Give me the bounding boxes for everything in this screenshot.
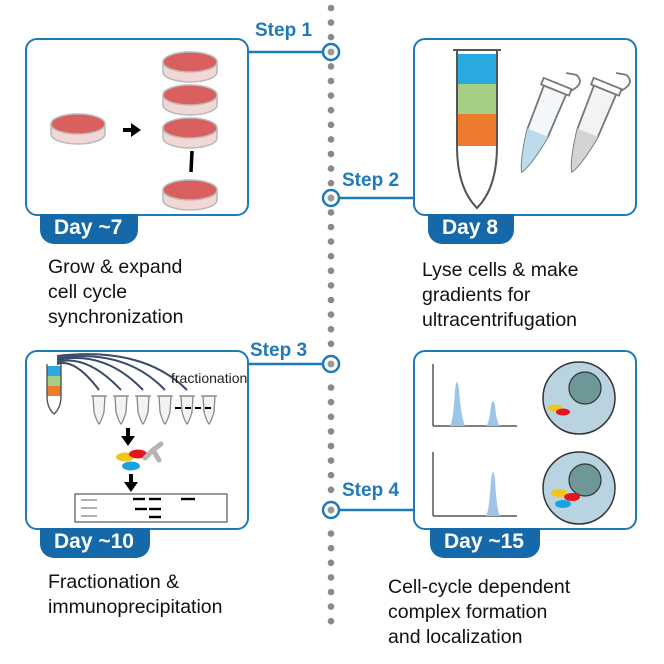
- timeline-dot: [327, 4, 335, 12]
- timeline-dot: [327, 252, 335, 260]
- timeline-dot: [327, 19, 335, 26]
- sedimentation-profile-1: [432, 364, 517, 427]
- fractionation-illustration: [46, 353, 228, 523]
- day-badge-step-4: Day ~15: [430, 528, 540, 558]
- microtube-icon: [570, 72, 631, 174]
- timeline-dot: [327, 617, 335, 625]
- cell-icon: [542, 451, 616, 525]
- step-1-marker: [321, 42, 341, 62]
- microtube-icon: [520, 72, 581, 174]
- timeline-dot: [327, 223, 335, 231]
- timeline-dot: [327, 471, 335, 479]
- timeline-dot: [327, 340, 335, 348]
- expanded-dish: [162, 117, 218, 149]
- timeline-dot: [327, 150, 335, 158]
- day-badge-step-1: Day ~7: [40, 214, 139, 244]
- timeline-dot: [327, 442, 335, 450]
- timeline-dot: [327, 574, 335, 581]
- timeline-dot: [327, 136, 335, 143]
- timeline-dot: [327, 398, 335, 406]
- description-step-1: Grow & expand cell cycle synchronization: [48, 256, 184, 328]
- timeline-dot: [327, 588, 335, 596]
- timeline-dot: [327, 384, 335, 391]
- ultracentrifuge-tube: [453, 49, 501, 210]
- timeline-dot: [327, 296, 335, 304]
- step-4-marker: [321, 500, 341, 520]
- gradient-tubes-illustration: [453, 49, 631, 210]
- western-blot: [74, 493, 228, 523]
- cell-icon: [542, 361, 616, 435]
- panel-step-2: [413, 38, 637, 216]
- step-2-label: Step 2: [342, 170, 400, 191]
- immunoprecipitation-complex: [116, 441, 164, 471]
- right-arrow-icon: [123, 123, 141, 137]
- timeline-dot: [327, 77, 335, 85]
- timeline-dot: [327, 209, 335, 216]
- timeline-dot: [327, 325, 335, 333]
- timeline-dot: [327, 33, 335, 41]
- day-badge-step-2: Day 8: [428, 214, 515, 244]
- starting-dish: [50, 113, 106, 145]
- down-arrow-icon: [124, 474, 138, 492]
- timeline-dot: [327, 530, 335, 537]
- timeline-dot: [327, 282, 335, 289]
- timeline-dot: [327, 92, 335, 99]
- timeline-dot: [327, 413, 335, 421]
- timeline-dot: [327, 559, 335, 567]
- timeline-dot: [327, 106, 335, 114]
- sedimentation-profile-2: [432, 452, 517, 517]
- timeline-dot: [327, 311, 335, 318]
- timeline-dot: [327, 121, 335, 129]
- description-step-4: Cell-cycle dependent complex formation a…: [388, 576, 571, 648]
- localization-illustration: [432, 361, 616, 525]
- fraction-lines: [56, 353, 188, 391]
- description-step-2: Lyse cells & make gradients for ultracen…: [422, 259, 579, 331]
- gradient-tube-small: [46, 364, 62, 415]
- timeline-dot: [327, 457, 335, 464]
- timeline-dot: [327, 63, 335, 70]
- expanded-dish: [162, 179, 218, 211]
- expanded-dish: [162, 84, 218, 116]
- fraction-tubes: [92, 395, 216, 425]
- step-3-label: Step 3: [250, 340, 308, 361]
- timeline-dot: [327, 179, 335, 187]
- timeline-dot: [327, 603, 335, 610]
- ellipsis-dash: [189, 150, 194, 173]
- timeline-dot: [327, 267, 335, 275]
- step-3-marker: [321, 354, 341, 374]
- fractionation-label: fractionation: [171, 370, 248, 386]
- timeline-dot: [327, 238, 335, 245]
- panel-step-4: [413, 350, 637, 530]
- step-2-marker: [321, 188, 341, 208]
- down-arrow-icon: [121, 428, 135, 446]
- culture-dishes-illustration: [50, 51, 218, 211]
- day-badge-step-3: Day ~10: [40, 528, 150, 558]
- timeline-dot: [327, 544, 335, 552]
- panel-step-3: fractionation: [25, 350, 249, 530]
- timeline-dot: [327, 165, 335, 172]
- step-4-label: Step 4: [342, 480, 400, 501]
- step-1-label: Step 1: [255, 20, 313, 41]
- panel-step-1: [25, 38, 249, 216]
- timeline-dot: [327, 486, 335, 494]
- timeline-dot: [327, 428, 335, 435]
- expanded-dish: [162, 51, 218, 83]
- description-step-3: Fractionation & immunoprecipitation: [48, 571, 223, 618]
